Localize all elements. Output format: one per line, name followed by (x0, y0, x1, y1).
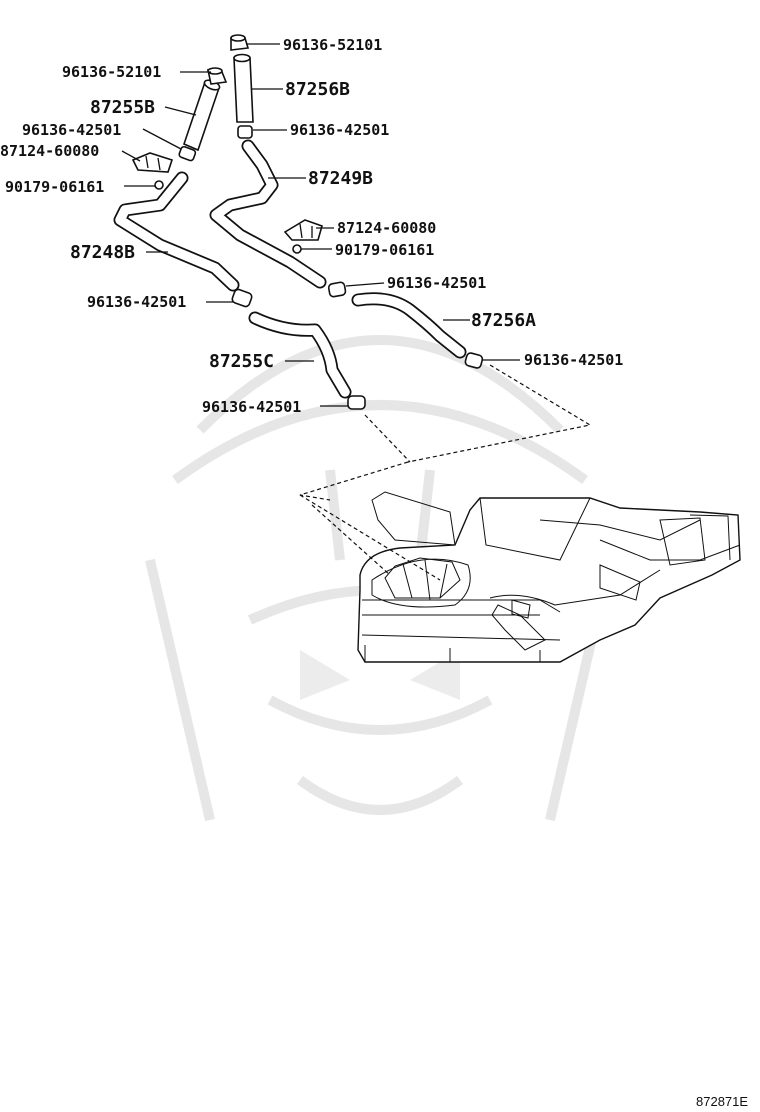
leader-lines (121, 43, 520, 407)
clamp-96136-42501-a (237, 125, 253, 139)
callout-87255c: 87255C (209, 351, 274, 372)
callout-96136-42501-c: 96136-42501 (387, 274, 486, 292)
callout-96136-52101-left: 96136-52101 (62, 63, 161, 81)
hose-87249b (209, 139, 327, 289)
nut-90179-06161-left (154, 180, 164, 190)
hose-87248b (113, 171, 240, 292)
clamp-96136-42501-e (464, 352, 484, 369)
clamp-96136-42501-f (347, 395, 366, 410)
hose-87256b (233, 53, 254, 123)
hose-87256a (351, 292, 467, 359)
callout-96136-42501-d: 96136-42501 (87, 293, 186, 311)
callout-87124-60080-left: 87124-60080 (0, 142, 99, 160)
nut-90179-06161-right (292, 244, 302, 254)
fuel-tank (357, 491, 741, 663)
callout-87256a: 87256A (471, 310, 536, 331)
figure-code: 872871E (696, 1094, 748, 1109)
callout-87255b: 87255B (90, 97, 155, 118)
bracket-87124-60080-right (283, 219, 323, 241)
clamp-96136-42501-d (231, 288, 253, 308)
clamp-96136-42501-b (178, 145, 197, 162)
callout-87249b: 87249B (308, 168, 373, 189)
callout-96136-52101-top: 96136-52101 (283, 36, 382, 54)
callout-labels: 96136-52101 96136-52101 87255B 87256B 96… (0, 36, 623, 416)
hose-87255b (183, 79, 221, 152)
callout-96136-42501-b: 96136-42501 (290, 121, 389, 139)
cap-96136-52101-left (206, 67, 228, 85)
cap-96136-52101-top (230, 34, 250, 51)
callout-96136-42501-a: 96136-42501 (22, 121, 121, 139)
hose-87255c (248, 311, 352, 399)
callout-87248b: 87248B (70, 242, 135, 263)
callout-96136-42501-f: 96136-42501 (202, 398, 301, 416)
clamp-96136-42501-c (327, 281, 347, 298)
callout-96136-42501-e: 96136-42501 (524, 351, 623, 369)
callout-90179-06161-left: 90179-06161 (5, 178, 104, 196)
bracket-87124-60080-left (131, 152, 174, 173)
callout-87124-60080-right: 87124-60080 (337, 219, 436, 237)
callout-87256b: 87256B (285, 79, 350, 100)
callout-90179-06161-right: 90179-06161 (335, 241, 434, 259)
connection-lines (299, 364, 592, 581)
